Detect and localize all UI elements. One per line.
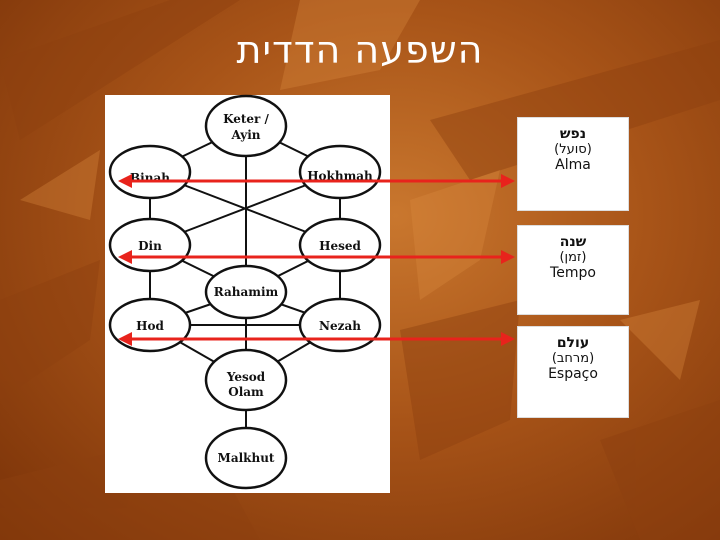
din-label: Din xyxy=(138,239,162,253)
malkhut-label: Malkhut xyxy=(218,451,275,465)
box-tempo-hebrew: שנה xyxy=(559,234,587,250)
rahamim-label: Rahamim xyxy=(214,285,279,299)
keter-label-line2: Ayin xyxy=(230,128,260,142)
hesed-label: Hesed xyxy=(319,239,361,253)
box-espaco: עולם (מרחב) Espaço xyxy=(517,326,629,418)
yesod-label-line1: Yesod xyxy=(226,370,266,384)
nezah-label: Nezah xyxy=(319,319,361,333)
page-title: השפעה הדדית xyxy=(236,28,484,72)
node-keter xyxy=(204,94,288,158)
box-alma: נפש (סועל) Alma xyxy=(517,117,629,211)
yesod-label-line2: Olam xyxy=(228,385,264,399)
binah-label: Binah xyxy=(130,171,170,185)
keter-label-line1: Keter / xyxy=(223,112,269,126)
box-espaco-hebrew-paren: (מרחב) xyxy=(551,351,595,366)
node-hokhmah xyxy=(298,144,382,200)
box-alma-portuguese: Alma xyxy=(555,157,591,173)
hod-label: Hod xyxy=(136,319,164,333)
box-alma-hebrew: נפש xyxy=(559,126,587,142)
node-yesod xyxy=(204,348,288,412)
box-tempo-portuguese: Tempo xyxy=(550,265,596,281)
node-rahamim xyxy=(204,264,288,320)
box-alma-hebrew-paren: (סועל) xyxy=(554,142,592,157)
box-tempo: שנה (זמן) Tempo xyxy=(517,225,629,315)
box-tempo-hebrew-paren: (זמן) xyxy=(559,250,587,265)
node-malkhut xyxy=(204,426,288,490)
box-espaco-portuguese: Espaço xyxy=(548,366,598,382)
box-espaco-hebrew: עולם xyxy=(556,335,590,351)
